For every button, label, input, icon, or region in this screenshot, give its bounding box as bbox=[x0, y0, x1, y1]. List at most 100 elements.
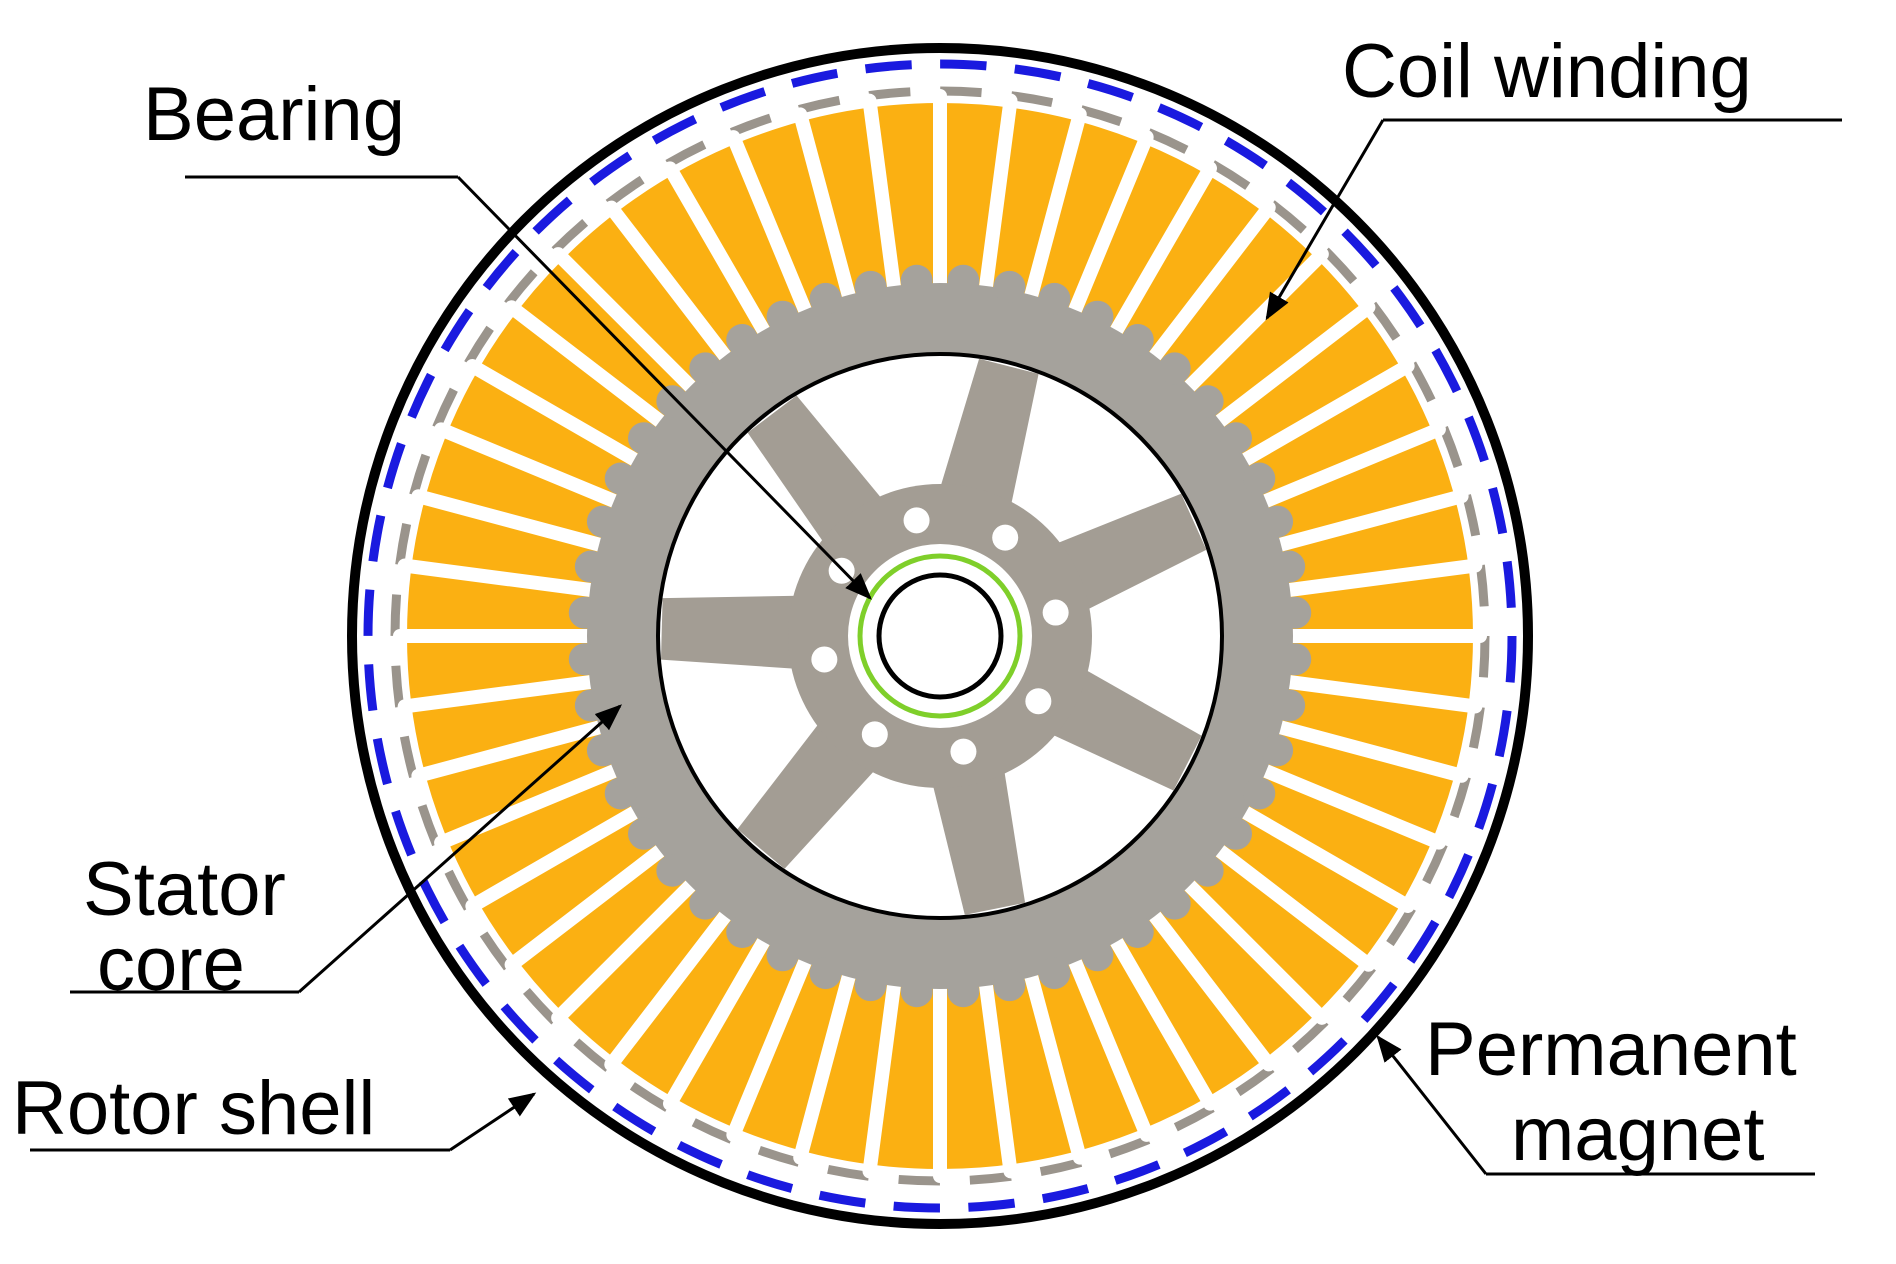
slot-gap bbox=[504, 300, 670, 430]
stator-tooth bbox=[689, 887, 722, 920]
label-magnet-line1: Permanent bbox=[1425, 1007, 1797, 1092]
stator-tooth bbox=[1191, 385, 1224, 418]
bolt-hole bbox=[950, 738, 977, 765]
slot-gap bbox=[1210, 842, 1376, 972]
slot-gap bbox=[1236, 804, 1415, 913]
slot-gap bbox=[1280, 674, 1483, 714]
slot-gap bbox=[504, 842, 670, 972]
stator-tooth bbox=[689, 352, 722, 385]
slot-gap bbox=[1146, 906, 1276, 1072]
slot-gap bbox=[1256, 762, 1446, 850]
slot-gap bbox=[726, 130, 814, 320]
stator-tooth bbox=[627, 817, 660, 850]
stator-core bbox=[587, 283, 1293, 989]
slot-gap bbox=[1271, 719, 1469, 783]
stator-tooth bbox=[1273, 550, 1306, 583]
slot-gap bbox=[411, 489, 609, 553]
label-rotor-shell: Rotor shell bbox=[12, 1066, 375, 1151]
label-coil-winding-group: Coil winding bbox=[1265, 29, 1842, 321]
slot-gap bbox=[1210, 300, 1376, 430]
slot-gap bbox=[862, 93, 902, 296]
slot-gap bbox=[663, 161, 772, 340]
stator-core-pointer bbox=[298, 704, 623, 994]
label-rotor-shell-group: Rotor shell bbox=[12, 1066, 537, 1152]
bearing-ring bbox=[857, 553, 1023, 719]
bearing-pointer bbox=[456, 175, 872, 600]
stator-tooth bbox=[1158, 352, 1191, 385]
stator-tooth bbox=[900, 975, 933, 1008]
coil-winding-pointer bbox=[1265, 119, 1385, 321]
slot-gap bbox=[551, 247, 700, 396]
stator-tooth bbox=[586, 505, 619, 538]
slot-gap bbox=[397, 558, 600, 598]
stator-tooth bbox=[1121, 323, 1154, 356]
stator-tooth bbox=[1191, 854, 1224, 887]
slot-gap bbox=[1108, 932, 1217, 1111]
stator-tooth bbox=[1261, 734, 1294, 767]
bolt-hole bbox=[861, 721, 888, 748]
slot-gap bbox=[465, 804, 644, 913]
stator-tooth bbox=[854, 270, 887, 303]
stator-tooth bbox=[766, 939, 799, 972]
stator-tooth bbox=[993, 270, 1026, 303]
stator-tooth bbox=[604, 462, 637, 495]
stator-tooth bbox=[1243, 777, 1276, 810]
slot-gap bbox=[1180, 247, 1329, 396]
stator-tooth bbox=[726, 323, 759, 356]
slot-gap bbox=[1280, 558, 1483, 598]
bolt-hole bbox=[811, 646, 838, 673]
bolt-hole bbox=[1025, 688, 1052, 715]
slot-gap bbox=[1146, 200, 1276, 366]
slot-gap bbox=[434, 422, 624, 510]
slot-gap bbox=[862, 976, 902, 1179]
stator-tooth bbox=[656, 854, 689, 887]
label-permanent-magnet-group: Permanent magnet bbox=[1376, 1007, 1815, 1177]
slot-gap bbox=[793, 967, 857, 1165]
slot-gap bbox=[434, 762, 624, 850]
stator-teeth bbox=[568, 264, 1312, 1008]
bolt-hole bbox=[1042, 599, 1069, 626]
slot-gap bbox=[793, 107, 857, 305]
hub-bolt-holes bbox=[811, 507, 1069, 765]
stator-slots bbox=[393, 89, 1487, 1183]
stator-tooth bbox=[1279, 643, 1312, 676]
label-bearing-group: Bearing bbox=[143, 72, 872, 600]
stator-tooth bbox=[1121, 916, 1154, 949]
slot-gap bbox=[604, 906, 734, 1072]
stator-tooth bbox=[656, 385, 689, 418]
stator-tooth bbox=[574, 550, 607, 583]
slot-gap bbox=[978, 93, 1018, 296]
stator-tooth bbox=[1243, 462, 1276, 495]
label-coil-winding: Coil winding bbox=[1342, 29, 1752, 114]
slot-gap bbox=[1023, 967, 1087, 1165]
stator-tooth bbox=[1038, 282, 1071, 315]
label-bearing: Bearing bbox=[143, 72, 405, 157]
stator-tooth bbox=[1081, 939, 1114, 972]
slot-gap bbox=[1180, 876, 1329, 1025]
stator-tooth bbox=[1261, 505, 1294, 538]
slot-gap bbox=[1256, 422, 1446, 510]
label-magnet-line2: magnet bbox=[1511, 1092, 1765, 1177]
bolt-hole bbox=[903, 507, 930, 534]
slot-gap bbox=[604, 200, 734, 366]
permanent-magnet-pointer bbox=[1376, 1034, 1488, 1175]
stator-tooth bbox=[568, 596, 601, 629]
slot-gap bbox=[1023, 107, 1087, 305]
slot-gap bbox=[1066, 952, 1154, 1142]
stator-tooth bbox=[947, 975, 980, 1008]
slot-gap bbox=[1271, 489, 1469, 553]
slot-gap bbox=[1236, 359, 1415, 468]
slot-gap bbox=[1066, 130, 1154, 320]
label-stator-line2: core bbox=[97, 922, 245, 1007]
stator-tooth bbox=[1220, 817, 1253, 850]
stator-tooth bbox=[1273, 689, 1306, 722]
stator-tooth bbox=[568, 643, 601, 676]
stator-tooth bbox=[627, 422, 660, 455]
label-stator-core-group: Stator core bbox=[70, 704, 623, 1007]
stator-tooth bbox=[993, 969, 1026, 1002]
shaft-bore bbox=[876, 572, 1004, 700]
hub-spoke bbox=[661, 595, 828, 671]
slot-gap bbox=[726, 952, 814, 1142]
stator-tooth bbox=[809, 957, 842, 990]
